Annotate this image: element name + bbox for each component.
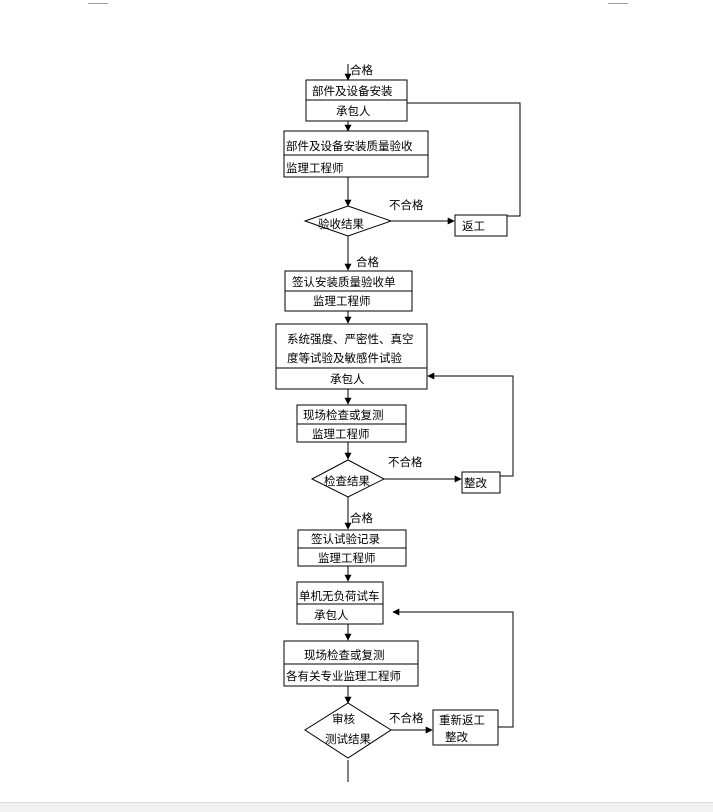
step-box-site-inspection: 现场检查或复测 监理工程师 — [296, 404, 407, 443]
step-title: 部件及设备安装 — [312, 84, 393, 98]
decision-review-test-result: 审核 测试结果 — [304, 702, 392, 759]
page-bottom-strip — [0, 802, 713, 812]
step-owner: 各有关专业监理工程师 — [286, 669, 401, 683]
step-owner: 监理工程师 — [318, 551, 376, 565]
step-owner: 监理工程师 — [286, 161, 344, 175]
fix-box-rectify: 整改 — [461, 471, 501, 494]
step-box-installation-quality-check: 部件及设备安装质量验收 监理工程师 — [283, 130, 429, 178]
fix-label: 重新返工 — [439, 713, 485, 727]
step-box-sign-test-records: 签认试验记录 监理工程师 — [297, 529, 407, 567]
step-title: 现场检查或复测 — [303, 408, 384, 422]
step-title: 部件及设备安装质量验收 — [286, 139, 413, 153]
page-corner-mark-top-left — [88, 0, 108, 4]
step-title: 单机无负荷试车 — [299, 589, 380, 603]
step-box-system-tests: 系统强度、严密性、真空 度等试验及敏感件试验 承包人 — [275, 323, 428, 390]
step-box-site-inspection-all-engineers: 现场检查或复测 各有关专业监理工程师 — [283, 640, 419, 687]
fail-label: 不合格 — [389, 711, 424, 725]
step-owner: 承包人 — [336, 104, 371, 118]
step-title: 签认试验记录 — [311, 532, 380, 546]
fail-label: 不合格 — [389, 198, 424, 212]
decision-label: 审核 — [332, 712, 355, 726]
step-owner: 承包人 — [314, 608, 349, 622]
fail-label: 不合格 — [388, 455, 423, 469]
pass-label: 合格 — [350, 511, 373, 525]
decision-inspection-result: 检查结果 — [310, 459, 386, 498]
step-title: 现场检查或复测 — [304, 648, 385, 662]
fix-label: 整改 — [464, 476, 487, 490]
step-title: 系统强度、严密性、真空 — [287, 332, 414, 346]
fix-box-rework-rectify: 重新返工 整改 — [432, 709, 499, 746]
step-title-cont: 度等试验及敏感件试验 — [287, 351, 402, 365]
step-owner: 监理工程师 — [313, 294, 371, 308]
pass-label: 合格 — [350, 63, 373, 77]
decision-label: 验收结果 — [318, 217, 364, 231]
decision-acceptance-result: 验收结果 — [303, 205, 393, 237]
step-box-component-installation: 部件及设备安装 承包人 — [305, 79, 408, 122]
decision-label: 检查结果 — [324, 474, 370, 488]
step-box-sign-acceptance-form: 签认安装质量验收单 监理工程师 — [284, 270, 413, 312]
connectors — [344, 64, 521, 782]
fix-label-cont: 整改 — [445, 730, 468, 744]
decision-label-cont: 测试结果 — [325, 732, 371, 746]
page-corner-mark-top-right — [608, 0, 628, 4]
fix-label: 返工 — [462, 219, 485, 233]
pass-label: 合格 — [356, 255, 379, 269]
step-owner: 承包人 — [330, 372, 365, 386]
fix-box-rework: 返工 — [454, 214, 508, 237]
step-owner: 监理工程师 — [312, 427, 370, 441]
step-title: 签认安装质量验收单 — [292, 275, 396, 289]
step-box-no-load-trial-run: 单机无负荷试车 承包人 — [296, 581, 384, 625]
